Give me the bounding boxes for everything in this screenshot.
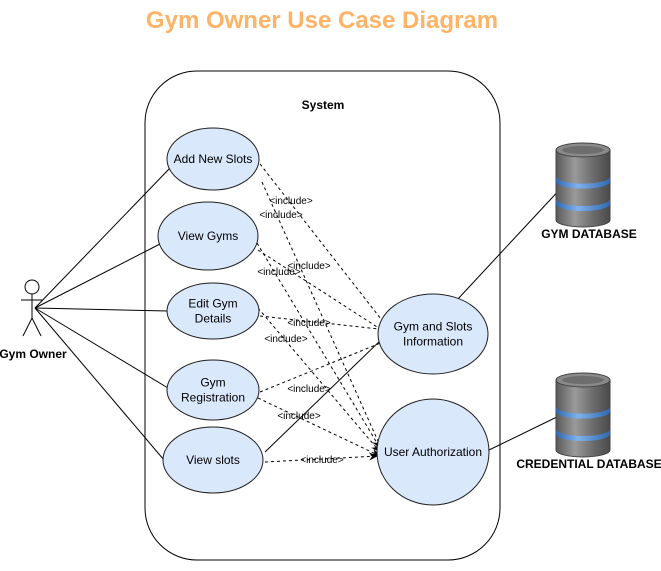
association-actor-to-add-new-slots: [34, 167, 171, 309]
include-arrow-gym-registration-to-user-authorization: [257, 397, 381, 457]
use-case-ellipse: [162, 426, 264, 494]
association-actor-to-gym-registration: [34, 307, 169, 389]
association-view-slots-to-gym-and-slots-information: [264, 335, 386, 453]
actor-label: Gym Owner: [0, 347, 67, 361]
stick-figure-icon: [21, 279, 43, 337]
include-arrow-view-gyms-to-user-authorization: [253, 237, 381, 449]
database-credential: CREDENTIAL DATABASE: [516, 372, 661, 471]
include-arrow-edit-gym-details-to-user-authorization: [257, 307, 381, 453]
use-case-ellipse: [377, 293, 489, 375]
include-label: <include>: [300, 455, 344, 466]
include-label: <include>: [259, 210, 303, 221]
database-gym: GYM DATABASE: [541, 142, 637, 241]
include-arrow-gym-registration-to-gym-and-slots-information: [259, 339, 389, 393]
use-case-label: Registration: [181, 391, 245, 405]
use-case-ellipse: [157, 201, 259, 271]
include-arrow-add-new-slots-to-gym-and-slots-information: [259, 163, 389, 329]
database-icon: [555, 142, 611, 228]
use-case-label: Details: [195, 312, 232, 326]
association-actor-to-view-slots: [34, 307, 165, 461]
database-icon: [555, 372, 611, 458]
diagram-title: Gym Owner Use Case Diagram: [146, 7, 498, 34]
use-case-ellipse: [166, 282, 260, 340]
use-case-label: User Authorization: [384, 445, 482, 459]
include-label: <include>: [287, 261, 331, 272]
association-actor-to-view-gyms: [34, 243, 161, 309]
use-case-label: Gym and Slots: [394, 320, 473, 334]
use-case-ellipse: [166, 127, 260, 191]
include-arrow-view-slots-to-user-authorization: [264, 452, 379, 463]
use-case-label: Add New Slots: [174, 152, 253, 166]
system-label: System: [302, 98, 345, 112]
use-case-label: Gym: [200, 376, 225, 390]
actor-gym-owner[interactable]: Gym Owner: [0, 279, 67, 361]
include-label: <include>: [277, 411, 321, 422]
use-case-label: View Gyms: [178, 229, 238, 243]
association-user-authorization-to-db-1: [488, 413, 564, 451]
include-label: <include>: [269, 196, 313, 207]
use-case-view-slots[interactable]: View slots: [162, 426, 264, 494]
use-case-label: Information: [403, 335, 463, 349]
use-case-label: View slots: [186, 453, 240, 467]
include-label: <include>: [287, 384, 331, 395]
use-case-label: Edit Gym: [188, 297, 237, 311]
use-case-view-gyms[interactable]: View Gyms: [157, 201, 259, 271]
include-label: <include>: [264, 334, 308, 345]
use-case-ellipse: [376, 398, 490, 506]
include-label: <include>: [287, 318, 331, 329]
use-case-add-new-slots[interactable]: Add New Slots: [166, 127, 260, 191]
relations-layer: <include><include><include><include><inc…: [34, 163, 564, 466]
association-actor-to-edit-gym-details: [34, 307, 169, 312]
database-label: GYM DATABASE: [541, 227, 637, 241]
association-gym-and-slots-information-to-db-0: [456, 185, 564, 301]
database-label: CREDENTIAL DATABASE: [516, 457, 661, 471]
include-arrow-add-new-slots-to-user-authorization: [261, 181, 383, 451]
use-case-ellipse: [166, 359, 260, 421]
include-arrow-view-gyms-to-gym-and-slots-information: [257, 249, 389, 335]
use-case-user-authorization[interactable]: User Authorization: [376, 398, 490, 506]
include-label: <include>: [257, 267, 301, 278]
databases-layer: GYM DATABASE CREDENTIAL DATABASE: [516, 142, 661, 471]
